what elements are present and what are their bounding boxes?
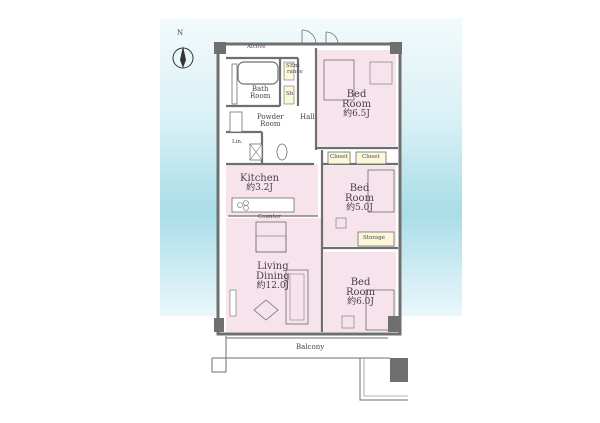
sofa	[285, 269, 309, 325]
shoe-cabinet-1-label: S	[286, 63, 290, 69]
storage-box	[357, 231, 395, 247]
north-compass-icon	[172, 46, 194, 69]
alcove-label: Alcove	[247, 44, 266, 50]
bed-room-1-label: Bed Room 約6.5J	[342, 89, 372, 119]
closet-1-box	[327, 151, 351, 165]
powder-room-label: Powder Room	[257, 113, 284, 128]
living-dining-label: Living Dining 約12.0J	[256, 261, 290, 291]
closet-2-label: Closet	[362, 154, 380, 160]
compass-label: N	[177, 29, 184, 37]
bed-room-1-fill	[316, 50, 396, 146]
entrance-label: Ent rance	[287, 63, 303, 75]
closet-1-label: Closet	[330, 154, 348, 160]
kitchen-label: Kitchen 約3.2J	[240, 173, 280, 193]
kitchen-counter	[231, 197, 295, 213]
closet-2-box	[355, 151, 387, 165]
bed-room-3-fill	[324, 252, 396, 332]
hall-label: Hall	[300, 113, 315, 121]
linen-label: Lin.	[232, 139, 243, 145]
shoe-cabinet-2-label: Sh	[286, 91, 294, 97]
counter-label: Counter	[258, 214, 281, 220]
bed-room-2-label: Bed Room 約5.0J	[345, 183, 375, 213]
balcony-label: Balcony	[296, 343, 325, 351]
bathtub	[237, 61, 279, 85]
bed-room-3-label: Bed Room 約6.0J	[346, 277, 376, 307]
storage-label: Storage	[363, 235, 385, 241]
bath-room-label: Bath Room	[250, 85, 271, 100]
